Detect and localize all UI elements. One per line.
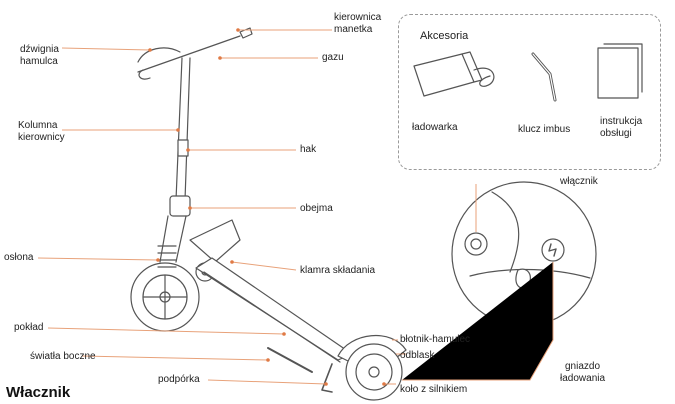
leader-deck (47, 327, 285, 335)
label-throttle: gazu (322, 52, 344, 63)
accessory-hex-key-label: klucz imbus (518, 124, 571, 135)
label-hook: hak (300, 144, 317, 155)
leader-folding-latch (231, 261, 297, 271)
label-fender-brake: błotnik-hamulec (400, 334, 471, 345)
label-motor-wheel: koło z silnikiem (400, 384, 468, 395)
leader-kickstand (207, 379, 327, 385)
label-handlebar: kierownica (334, 12, 382, 23)
leader-cover (37, 257, 159, 261)
label-charging-port: gniazdo ładowania (560, 361, 606, 384)
label-grip: manetka (334, 24, 373, 35)
label-deck: pokład (14, 322, 44, 333)
accessory-manual-label: instrukcja obsługi (600, 116, 643, 139)
accessories-title: Akcesoria (420, 30, 469, 42)
label-cover: osłona (4, 252, 34, 263)
label-brake-lever: dźwignia hamulca (20, 44, 59, 67)
leader-charging-port (402, 262, 554, 381)
accessories-box (398, 14, 661, 170)
section-heading: Włacznik (6, 384, 71, 401)
label-column: Kolumna kierownicy (18, 120, 65, 143)
label-power-switch: włącznik (560, 176, 598, 187)
label-kickstand: podpórka (158, 374, 200, 385)
leader-brake-lever (61, 47, 151, 51)
accessory-charger-label: ładowarka (412, 122, 458, 133)
label-clamp: obejma (300, 203, 333, 214)
label-reflector: odblask (400, 350, 435, 361)
leader-side-lights (81, 355, 269, 361)
label-side-lights: światła boczne (30, 351, 96, 362)
label-folding-latch: klamra składania (300, 265, 376, 276)
